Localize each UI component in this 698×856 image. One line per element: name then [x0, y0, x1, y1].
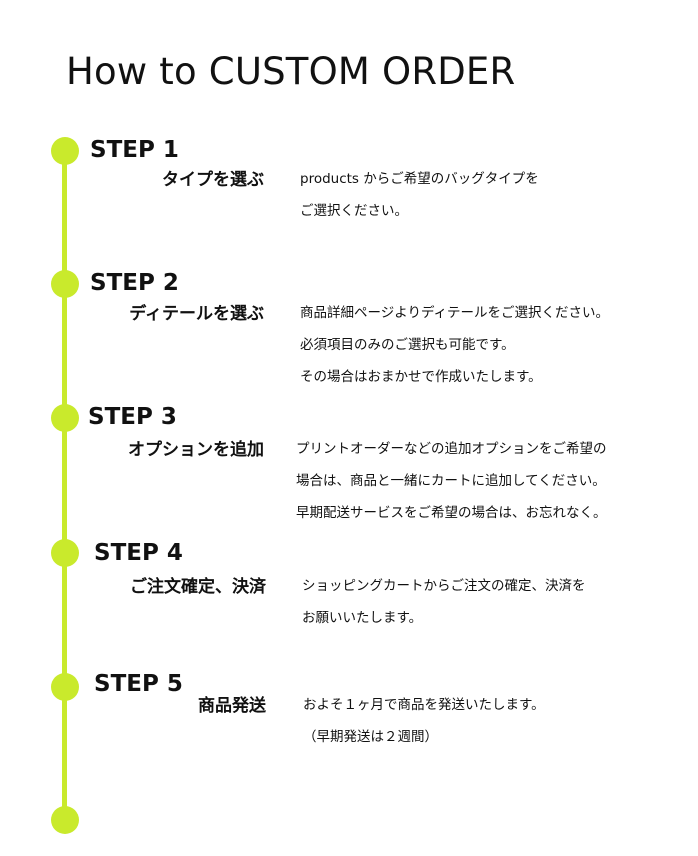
- step-5-description-line: （早期発送は２週間）: [303, 729, 438, 745]
- step-1-description: products からご希望のバッグタイプを ご選択ください。: [300, 163, 539, 227]
- step-5-label: STEP 5: [94, 671, 183, 697]
- timeline-end-dot: [51, 806, 79, 834]
- page-title: How to CUSTOM ORDER: [66, 50, 516, 93]
- timeline-line: [62, 145, 67, 820]
- step-4-label: STEP 4: [94, 540, 183, 566]
- step-3-label: STEP 3: [88, 404, 177, 430]
- step-2-title: ディテールを選ぶ: [129, 304, 264, 324]
- step-1-description-line: ご選択ください。: [300, 203, 408, 219]
- timeline-dot-step-5: [51, 673, 79, 701]
- step-2-description-line: 商品詳細ページよりディテールをご選択ください。: [300, 305, 610, 321]
- step-3-description: プリントオーダーなどの追加オプションをご希望の 場合は、商品と一緒にカートに追加…: [296, 433, 607, 529]
- step-5-description: およそ１ヶ月で商品を発送いたします。 （早期発送は２週間）: [303, 689, 545, 753]
- step-2-description-line: その場合はおまかせで作成いたします。: [300, 369, 542, 385]
- step-2-label: STEP 2: [90, 270, 179, 296]
- step-2-description-line: 必須項目のみのご選択も可能です。: [300, 337, 515, 353]
- step-4-description: ショッピングカートからご注文の確定、決済を お願いいたします。: [302, 570, 586, 634]
- timeline-dot-step-3: [51, 404, 79, 432]
- timeline-dot-step-4: [51, 539, 79, 567]
- step-3-description-line: 場合は、商品と一緒にカートに追加してください。: [296, 473, 606, 489]
- step-3-description-line: 早期配送サービスをご希望の場合は、お忘れなく。: [296, 505, 607, 521]
- step-3-description-line: プリントオーダーなどの追加オプションをご希望の: [296, 441, 607, 457]
- step-4-title: ご注文確定、決済: [130, 577, 266, 597]
- step-1-description-line: products からご希望のバッグタイプを: [300, 171, 539, 187]
- step-4-description-line: お願いいたします。: [302, 610, 423, 626]
- step-5-title: 商品発送: [198, 696, 266, 716]
- step-2-description: 商品詳細ページよりディテールをご選択ください。 必須項目のみのご選択も可能です。…: [300, 297, 609, 393]
- step-1-title: タイプを選ぶ: [162, 170, 264, 190]
- step-5-description-line: およそ１ヶ月で商品を発送いたします。: [303, 697, 545, 713]
- timeline-dot-step-2: [51, 270, 79, 298]
- step-3-title: オプションを追加: [128, 440, 264, 460]
- step-1-label: STEP 1: [90, 137, 179, 163]
- timeline-dot-step-1: [51, 137, 79, 165]
- step-4-description-line: ショッピングカートからご注文の確定、決済を: [302, 578, 586, 594]
